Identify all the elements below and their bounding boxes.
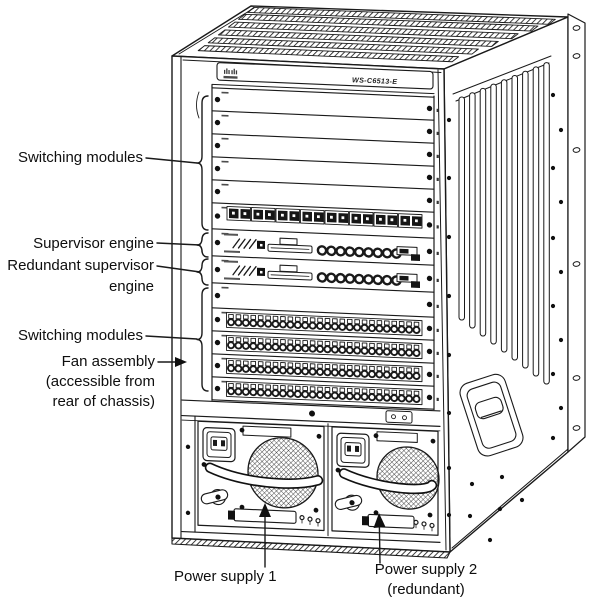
rear-flange-holes — [572, 25, 581, 431]
power-supply-2-unit — [331, 426, 440, 536]
callout-switching-modules-top: Switching modules — [17, 149, 143, 166]
top-cover-left-ridge — [178, 7, 255, 55]
fan-arrowhead-icon — [175, 357, 187, 367]
supervisor-engine-module — [224, 233, 420, 262]
callout-redundant-supervisor: Redundant supervisor engine — [7, 257, 154, 295]
front-right-inner-line — [437, 69, 447, 551]
cisco-logo-icon — [223, 68, 238, 79]
redundant-supervisor-module — [224, 260, 420, 289]
transceiver-module — [226, 206, 423, 229]
card-cage: WS-C6513-E — [181, 62, 441, 543]
leader-psu2 — [378, 526, 381, 564]
callout-fan-assembly: Fan assembly (accessible from rear of ch… — [45, 353, 155, 410]
model-plate — [216, 62, 434, 90]
top-vent-strips — [197, 6, 556, 63]
leader-switching-top — [145, 157, 198, 164]
side-vent-slots — [458, 62, 550, 385]
leader-redundant-supervisor — [156, 265, 201, 273]
side-bottom-edge — [451, 448, 569, 549]
callout-power-supply-1: Power supply 1 — [174, 568, 277, 585]
side-handle-recess — [459, 373, 524, 457]
divider-strip — [181, 399, 441, 424]
callout-graphics — [145, 95, 386, 568]
callout-supervisor-engine: Supervisor engine — [33, 235, 154, 252]
callout-power-supply-2: Power supply 2 (redundant) — [374, 561, 478, 598]
power-supply-1-unit — [197, 420, 325, 532]
port-modules — [226, 311, 423, 406]
slot-boundary-lines — [211, 87, 435, 410]
module-screws — [214, 96, 433, 401]
callout-switching-modules-bottom: Switching modules — [17, 327, 143, 344]
leader-switching-bottom — [145, 335, 198, 340]
fan-slot-vent-curve — [196, 91, 200, 119]
model-label: WS-C6513-E — [352, 75, 397, 86]
rear-rack-flange — [567, 13, 586, 453]
psu1-arrowhead-icon — [259, 503, 271, 517]
psu2-arrowhead-icon — [373, 513, 386, 528]
leader-supervisor — [156, 242, 201, 246]
side-panel-screws — [446, 92, 564, 543]
side-panel-detail — [446, 25, 581, 543]
